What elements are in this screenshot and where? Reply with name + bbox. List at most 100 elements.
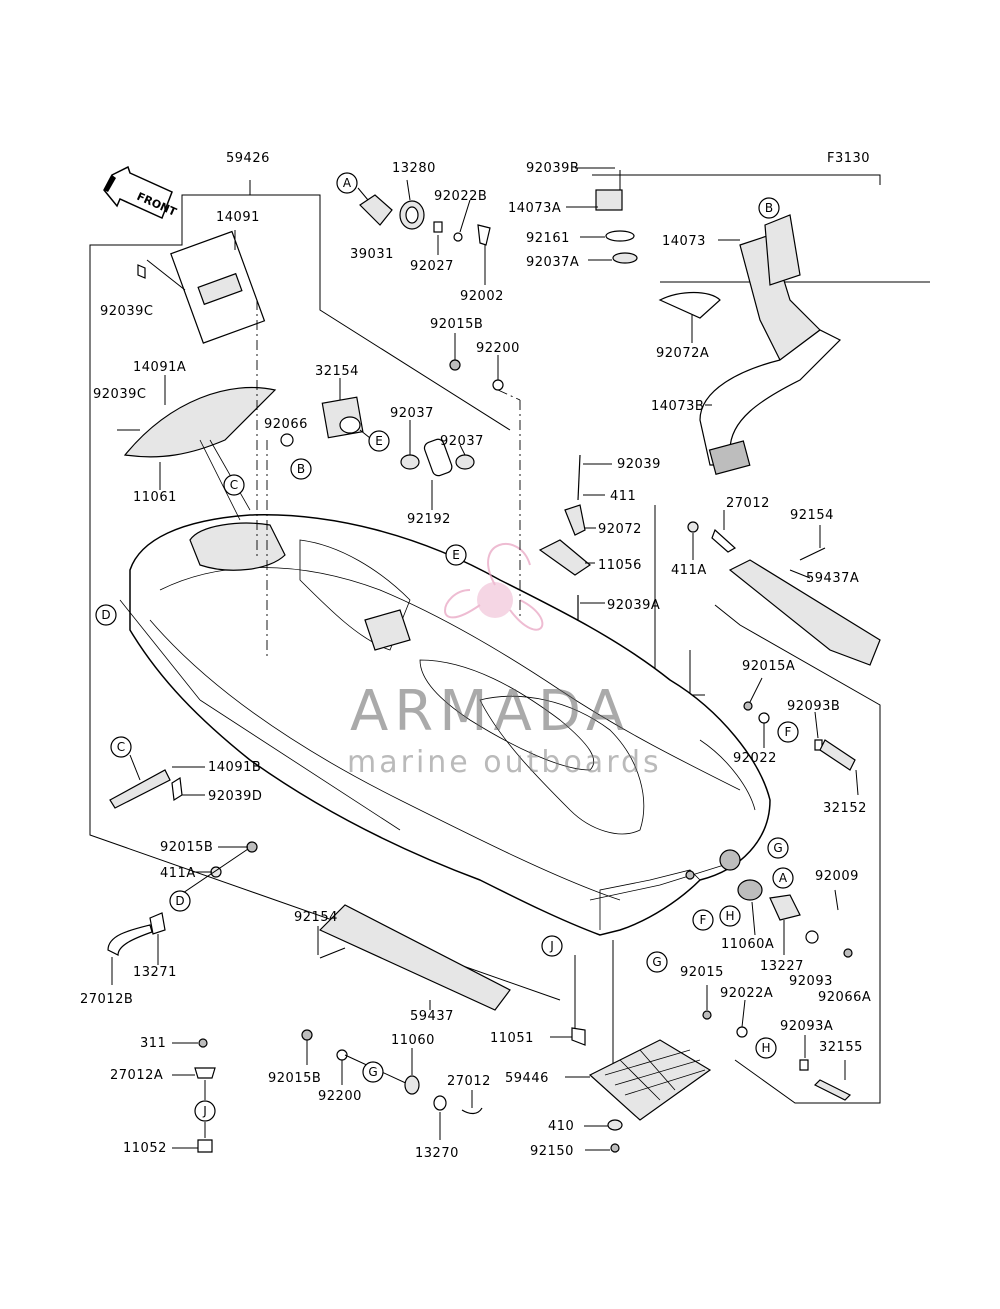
part-label: 92039B [526,161,579,176]
svg-text:C: C [117,740,125,754]
part-label: 11051 [490,1031,534,1046]
part-label: 11056 [598,558,642,573]
part-label: 27012 [726,496,770,511]
part-labels: 59426 14091 92039C 14091A 92039C 11061 9… [80,151,871,1161]
callout-a: A [336,172,358,194]
svg-text:G: G [368,1065,377,1079]
part-label: 14073B [651,399,704,414]
watermark-brand: ARMADA [350,679,630,744]
part-label: 59437A [806,571,859,586]
bolt-92154-mid [319,947,346,959]
pump-linkage [538,454,612,620]
part-label: 92039C [100,304,153,319]
svg-text:J: J [202,1104,207,1118]
nut-92015b-left [246,841,258,853]
screw-32155 [813,1079,852,1101]
clamp-92037-a [400,454,420,470]
vent-assembly [566,167,638,264]
part-label: 92154 [790,508,834,523]
svg-text:H: H [725,909,734,923]
part-label: 92037 [440,434,484,449]
svg-text:A: A [779,871,788,885]
clip-11052 [197,1139,213,1153]
part-label: 92200 [318,1089,362,1104]
nut-92015b-bot [301,1029,313,1041]
part-label: 92161 [526,231,570,246]
part-label: 92015A [742,659,795,674]
svg-text:J: J [549,939,554,953]
plug-92066 [280,433,294,447]
part-label: 11060 [391,1033,435,1048]
nut-92015 [702,1010,712,1020]
part-label: 92022A [720,986,773,1001]
svg-text:C: C [230,478,238,492]
hose-14073 [699,214,842,475]
clip-27012b [107,924,153,956]
part-label: 13280 [392,161,436,176]
ring-92161 [605,230,635,242]
part-label: 92154 [294,910,338,925]
part-label: 13270 [415,1146,459,1161]
part-label: 92037 [390,406,434,421]
part-label: 92015B [430,317,483,332]
part-label: 92022B [434,189,487,204]
washer-411a-top [687,521,699,533]
strake-59437a [728,559,881,666]
svg-text:B: B [765,201,773,215]
hull-assembly [119,513,771,936]
clip-27012-bot [461,1107,483,1115]
washer-92093 [805,930,819,944]
svg-text:A: A [343,176,352,190]
grommet-11060 [404,1075,420,1095]
svg-text:G: G [652,955,661,969]
callouts: A B B C C D D E E F F G G G H H J J A [95,172,799,1122]
svg-text:E: E [452,548,460,562]
part-label: 411A [160,866,196,881]
callout-f: F [777,721,799,743]
part-label: 92093A [780,1019,833,1034]
strake-59437 [318,904,511,1011]
callout-f: F [692,909,714,931]
part-label: 14091 [216,210,260,225]
part-label: 92015B [160,840,213,855]
callout-h: H [755,1037,777,1059]
part-label: 92066A [818,990,871,1005]
bolt-311 [198,1038,208,1048]
watermark [444,542,544,631]
callout-d: D [169,890,191,912]
part-label: 92022 [733,751,777,766]
callout-c: C [223,474,245,496]
part-label: 59426 [226,151,270,166]
grate-59446 [565,1039,712,1121]
part-label: 92192 [407,512,451,527]
callout-b: B [758,197,780,219]
part-label: 59446 [505,1071,549,1086]
callout-g: G [767,837,789,859]
part-label: 32155 [819,1040,863,1055]
part-label: 27012A [110,1068,163,1083]
callout-d: D [95,604,117,626]
washer-92093a [799,1059,809,1071]
part-label: 39031 [350,247,394,262]
clip-27012a [194,1067,216,1079]
callout-g: G [362,1061,384,1083]
callout-e: E [445,544,467,566]
cover-plate-14091 [137,230,266,344]
part-label: 92039A [607,598,660,613]
svg-text:H: H [761,1041,770,1055]
part-label: 92039D [208,789,262,804]
callout-g: G [646,951,668,973]
svg-text:F: F [785,725,792,739]
callout-j: J [194,1100,216,1122]
part-label: 14073A [508,201,561,216]
grommet-11060a [737,879,763,901]
clip-13271 [149,912,166,935]
part-label: 92200 [476,341,520,356]
callout-a: A [772,867,794,889]
nut-92015b-top [449,359,461,371]
clip-11051 [571,1027,586,1046]
bolt-92154-top [799,547,826,561]
part-label: 92009 [815,869,859,884]
callout-e: E [368,430,390,452]
svg-text:D: D [101,608,110,622]
